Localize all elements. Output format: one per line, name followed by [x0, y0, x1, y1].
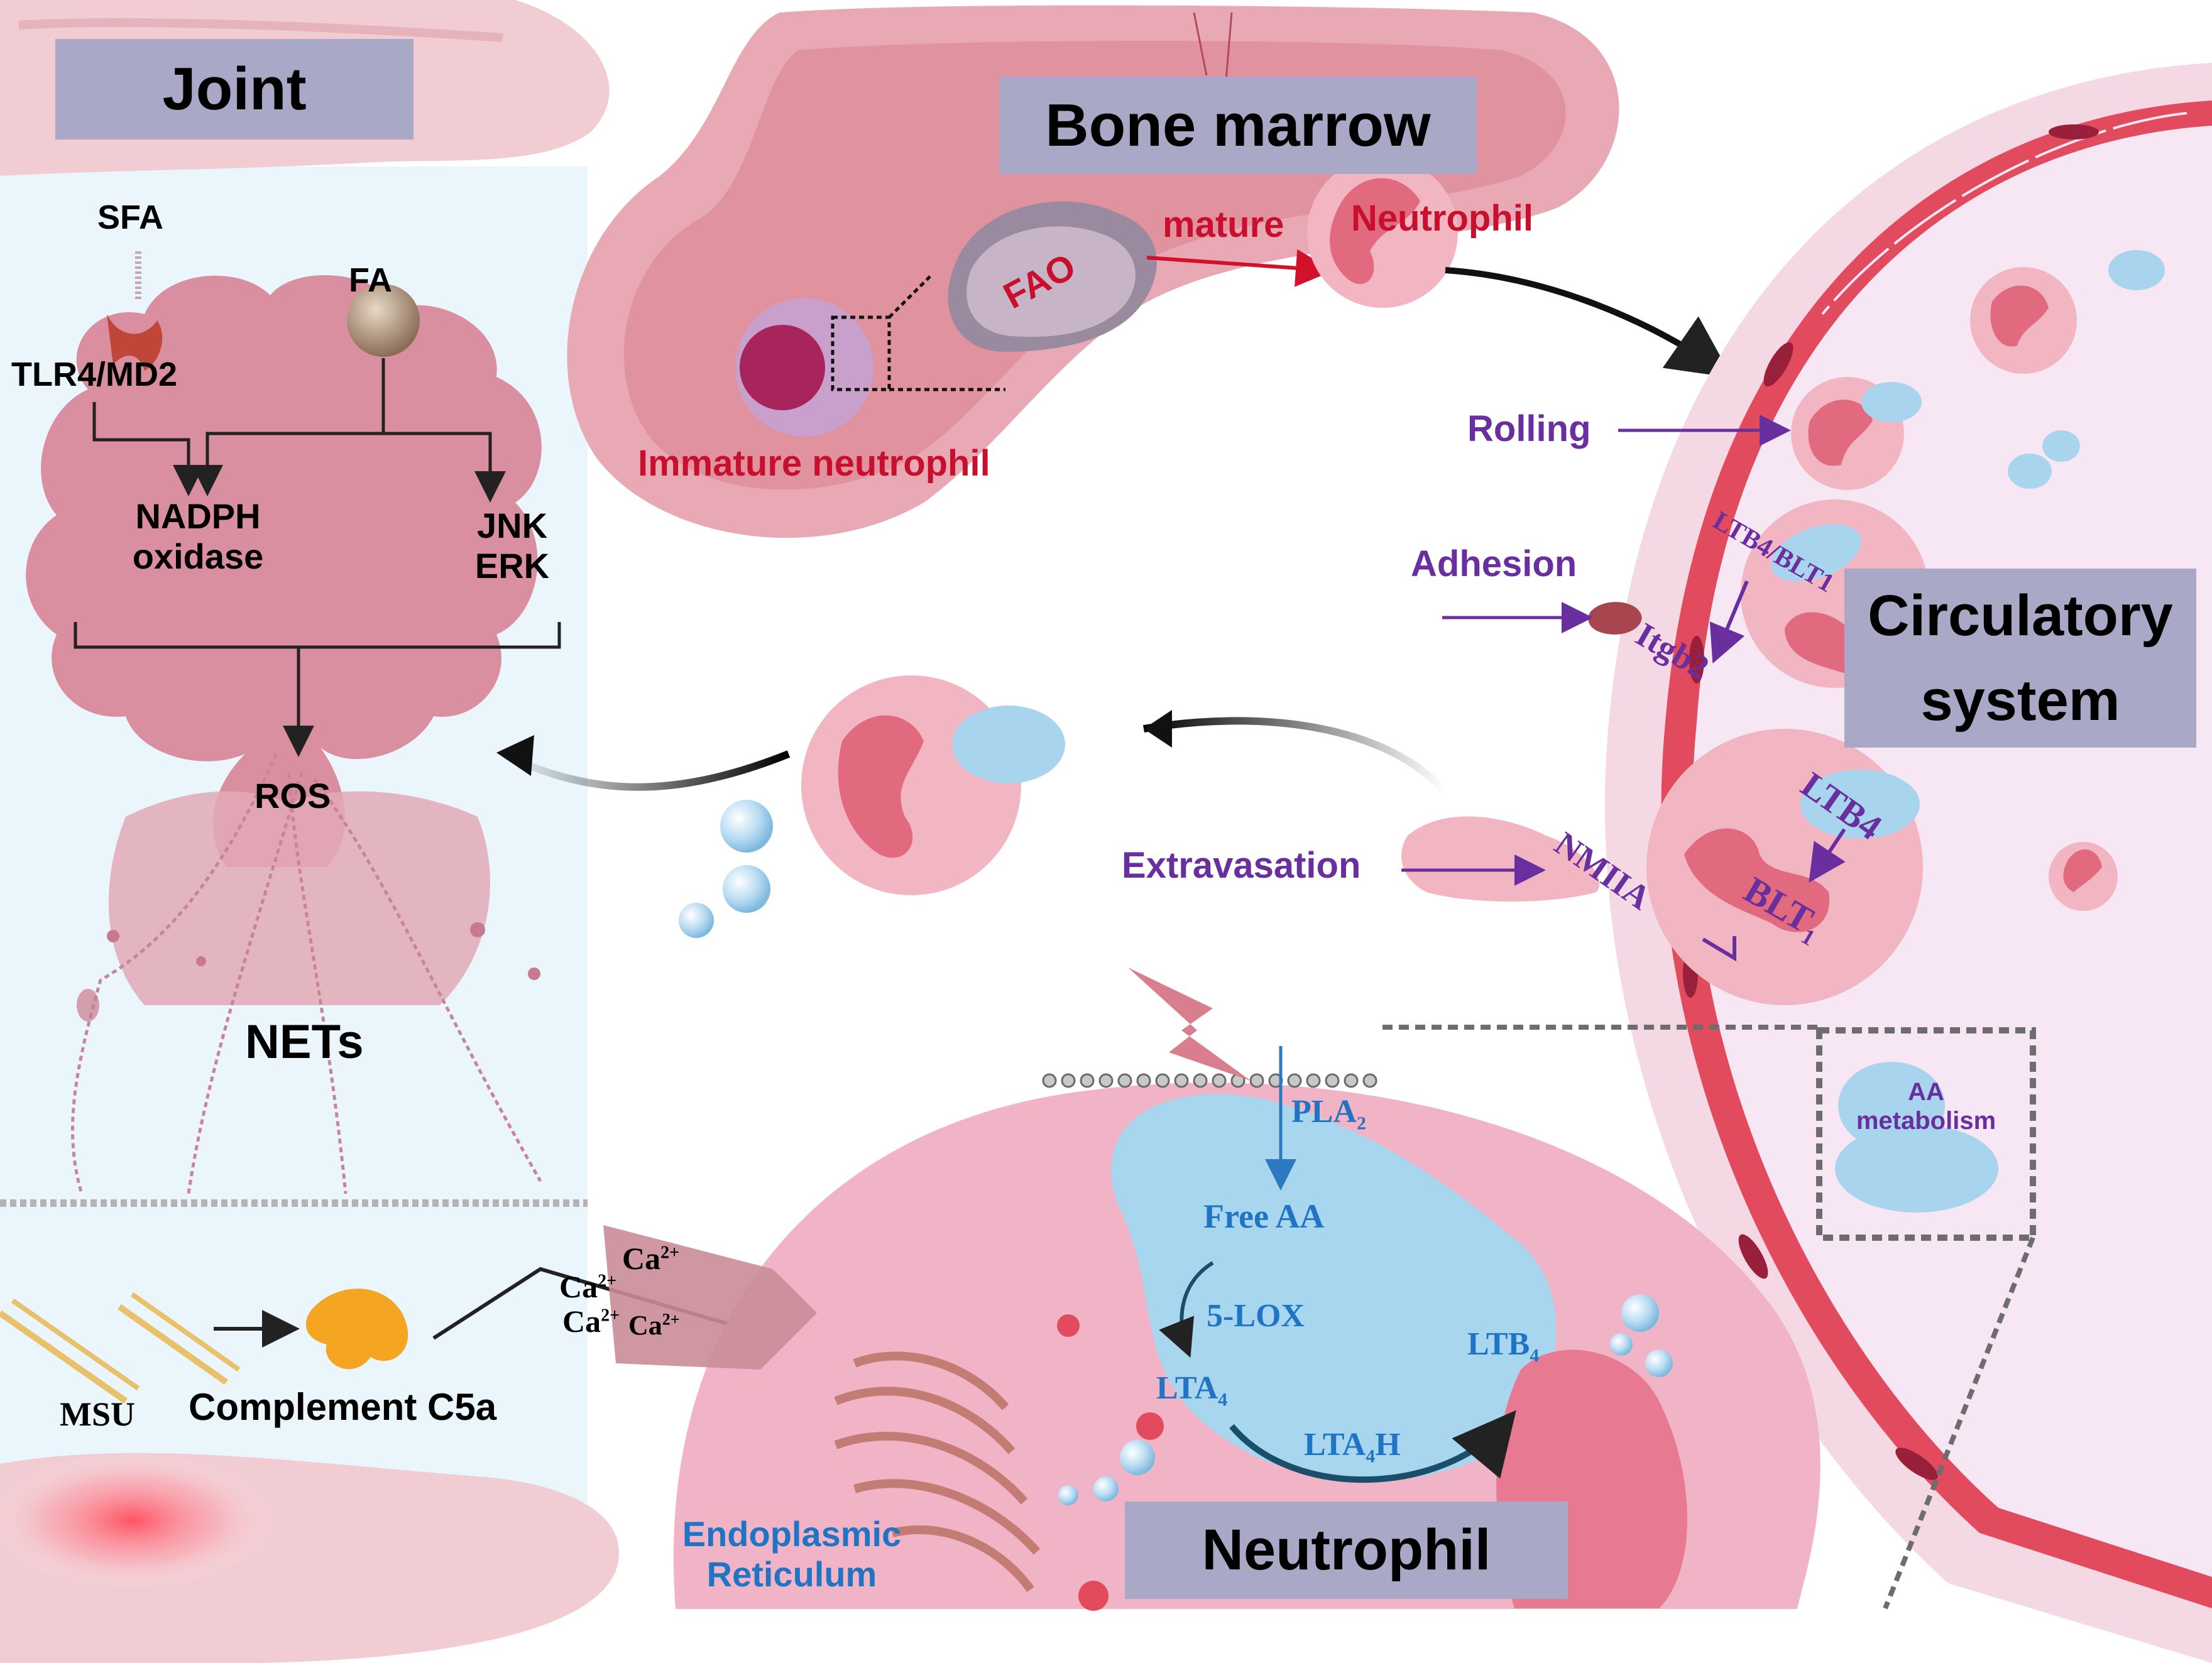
lta4h-label: LTA4H: [1304, 1426, 1401, 1468]
complement-c5a-label: Complement C5a: [189, 1386, 497, 1428]
fa-label: FA: [349, 261, 393, 299]
joint-title: Joint: [55, 39, 413, 139]
ca-ion-3-charge: 2+: [601, 1306, 620, 1326]
ca-ion-1: Ca2+: [622, 1241, 679, 1277]
nets-label: NETs: [245, 1015, 364, 1069]
sfa-label: SFA: [97, 199, 164, 236]
neutrophil-title: Neutrophil: [1125, 1502, 1568, 1599]
extravasation-label: Extravasation: [1122, 845, 1361, 886]
pla2-subscript: 2: [1357, 1113, 1366, 1134]
ca-ion-4-text: Ca: [628, 1310, 662, 1341]
ltb4-cell-text: LTB: [1467, 1326, 1530, 1362]
ca-ion-2: Ca2+: [559, 1269, 616, 1306]
lta4-subscript: 4: [1218, 1389, 1228, 1410]
ca-ion-4: Ca2+: [628, 1310, 680, 1342]
bone-marrow-title: Bone marrow: [999, 77, 1477, 174]
free-aa-label: Free AA: [1203, 1197, 1325, 1235]
aa-metabolism-label: AA metabolism: [1856, 1078, 1996, 1135]
ltb4-cell-label: LTB4: [1467, 1326, 1539, 1367]
joint-panel: [0, 0, 828, 1663]
5-lox-label: 5-LOX: [1207, 1298, 1305, 1334]
neutrophil-cell: [603, 968, 1821, 1611]
mature-neutrophil-label: Neutrophil: [1351, 198, 1533, 239]
ros-label: ROS: [255, 776, 331, 815]
ca-ion-4-charge: 2+: [662, 1310, 680, 1329]
migrating-neutrophil: [496, 675, 1448, 938]
vessel: [1382, 63, 2212, 1663]
ca-ion-2-text: Ca: [559, 1269, 598, 1304]
circulatory-title: Circulatory system: [1844, 569, 2196, 748]
ca-ion-1-text: Ca: [622, 1241, 661, 1276]
ca-ion-3: Ca2+: [562, 1304, 620, 1340]
lta4h-subscript: 4: [1366, 1446, 1376, 1467]
mature-label: mature: [1163, 204, 1284, 245]
lta4h-h: H: [1375, 1427, 1401, 1463]
jnk-erk-label: JNK ERK: [474, 506, 550, 586]
immature-neutrophil-label: Immature neutrophil: [638, 443, 990, 484]
lta4h-text: LTA: [1304, 1427, 1366, 1463]
msu-label: MSU: [60, 1395, 135, 1433]
rolling-label: Rolling: [1467, 408, 1591, 449]
lta4-text: LTA: [1156, 1370, 1218, 1406]
ca-ion-1-charge: 2+: [660, 1243, 680, 1263]
ca-ion-2-charge: 2+: [598, 1271, 617, 1291]
endoplasmic-reticulum-label: Endoplasmic Reticulum: [682, 1514, 902, 1595]
tlr4-md2-label: TLR4/MD2: [11, 356, 178, 393]
pla2-label: PLA2: [1291, 1093, 1366, 1135]
nadph-oxidase-label: NADPH oxidase: [132, 496, 264, 577]
ltb4-cell-subscript: 4: [1530, 1345, 1540, 1366]
adhesion-label: Adhesion: [1411, 543, 1577, 584]
lta4-label: LTA4: [1156, 1370, 1227, 1411]
ca-ion-3-text: Ca: [562, 1304, 601, 1339]
pla2-text: PLA: [1291, 1094, 1357, 1130]
